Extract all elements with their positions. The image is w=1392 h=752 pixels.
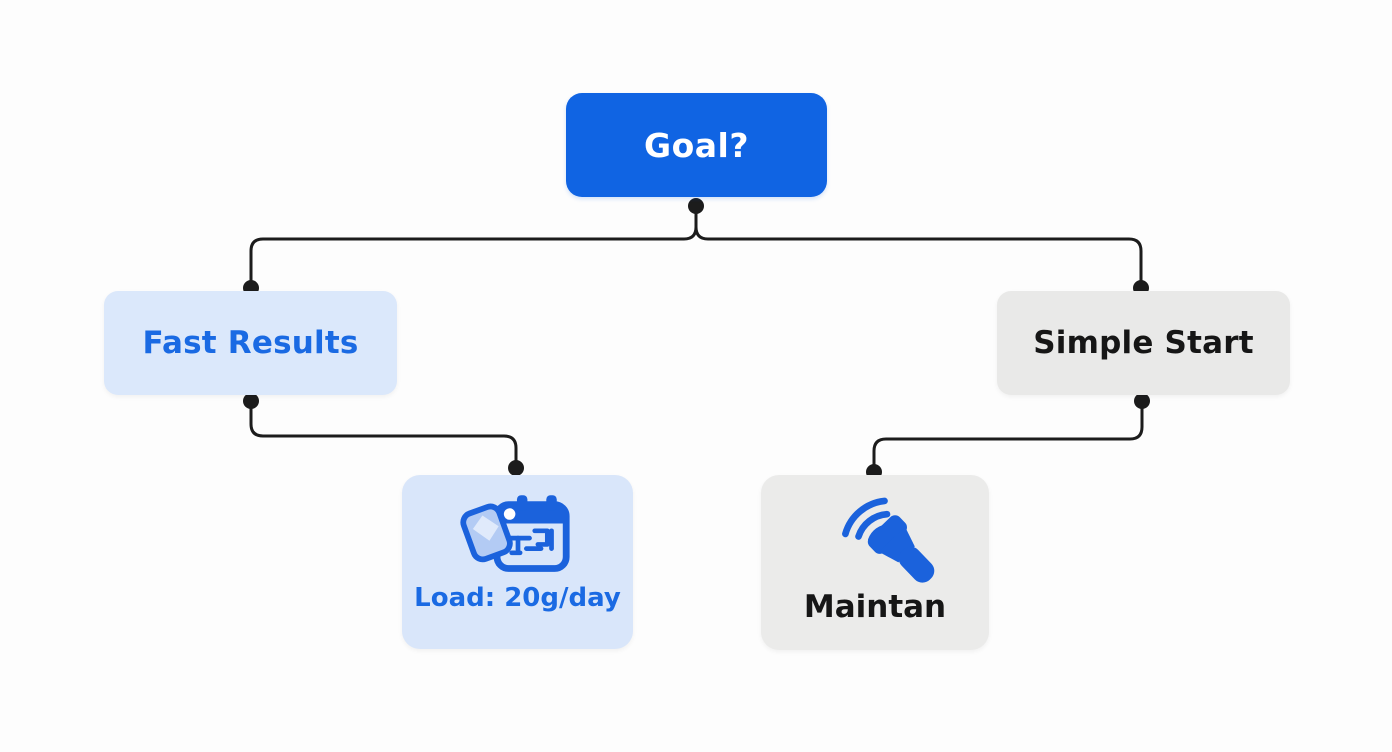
node-fast-results-label: Fast Results [142,325,359,361]
node-goal-label: Goal? [644,125,749,165]
node-maintain-label: Maintan [803,589,947,625]
connector-dot [688,198,704,214]
node-load-label: Load: 20g/day [414,583,621,613]
node-load: Load: 20g/day [402,475,633,649]
connector-dot [508,460,524,476]
connector-root-to-right [694,204,1143,289]
connector-root-to-left [249,204,698,289]
calendar-icon [459,495,570,572]
connector-dot [243,393,259,409]
connector-dot [1134,393,1150,409]
node-goal: Goal? [566,93,827,197]
connector-left-to-leaf [249,399,518,468]
node-maintain: Maintan [761,475,989,650]
node-simple-start: Simple Start [997,291,1290,395]
connector-right-to-leaf [872,399,1144,472]
node-fast-results: Fast Results [104,291,397,395]
node-simple-start-label: Simple Start [1033,325,1254,361]
megaphone-icon [842,497,935,583]
